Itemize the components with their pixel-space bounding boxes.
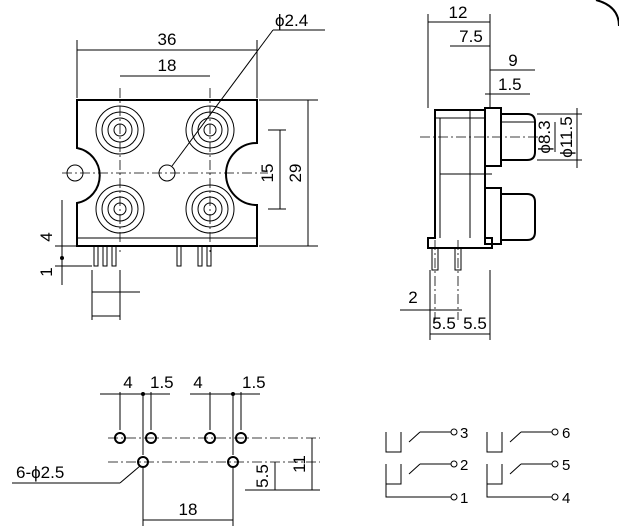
dim-pin: 2 bbox=[408, 288, 417, 307]
dim-pitch: 18 bbox=[158, 56, 177, 75]
dim-body: 7.5 bbox=[459, 27, 483, 46]
pcb-layout: 4 1.5 4 1.5 6-ϕ2.5 18 5.5 11 bbox=[12, 373, 320, 526]
dim-height: 29 bbox=[286, 164, 305, 183]
pin-label-6: 6 bbox=[562, 425, 570, 442]
dim-holes: 6-ϕ2.5 bbox=[16, 463, 64, 482]
side-view: 12 7.5 9 1.5 ϕ8.3 ϕ11.5 2 5.5 5.5 bbox=[400, 3, 582, 340]
front-pins bbox=[93, 245, 212, 267]
dim-pitch-a: 5.5 bbox=[432, 314, 456, 333]
dim-tip: 9 bbox=[508, 51, 517, 70]
front-view: 36 18 ϕ2.4 29 15 4 1 bbox=[37, 11, 325, 320]
dim-hole: ϕ2.4 bbox=[275, 11, 308, 30]
pin-label-2: 2 bbox=[460, 457, 468, 474]
dim-total: 11 bbox=[290, 455, 309, 473]
dim-depth: 12 bbox=[449, 3, 468, 22]
dim-inner-dia: ϕ8.3 bbox=[535, 120, 554, 153]
side-body bbox=[427, 109, 493, 249]
frame-corner bbox=[595, 0, 619, 27]
pin-label-5: 5 bbox=[562, 457, 570, 474]
side-jack-lower bbox=[484, 187, 502, 245]
dim-offset-b: 1.5 bbox=[150, 373, 174, 392]
dim-offset-c: 4 bbox=[193, 373, 202, 392]
dim-offset-a: 4 bbox=[123, 373, 132, 392]
pin-label-3: 3 bbox=[460, 425, 468, 442]
dim-row-gap: 5.5 bbox=[253, 464, 272, 488]
dim-width: 36 bbox=[158, 30, 177, 49]
dim-pin-length: 4 bbox=[37, 232, 56, 241]
dim-offset-d: 1.5 bbox=[242, 373, 266, 392]
pin-label-1: 1 bbox=[460, 490, 468, 507]
pin-label-4: 4 bbox=[562, 490, 570, 507]
dim-outer-dia: ϕ11.5 bbox=[557, 116, 576, 157]
dim-shoulder: 1.5 bbox=[498, 75, 522, 94]
schematic: 3 2 1 6 5 4 bbox=[385, 425, 570, 507]
dim-pin-offset: 1 bbox=[37, 267, 56, 276]
dim-pitch-b: 5.5 bbox=[463, 314, 487, 333]
dim-half-height: 15 bbox=[258, 164, 277, 183]
dim-pcb-pitch: 18 bbox=[179, 500, 198, 519]
front-housing bbox=[76, 99, 258, 247]
